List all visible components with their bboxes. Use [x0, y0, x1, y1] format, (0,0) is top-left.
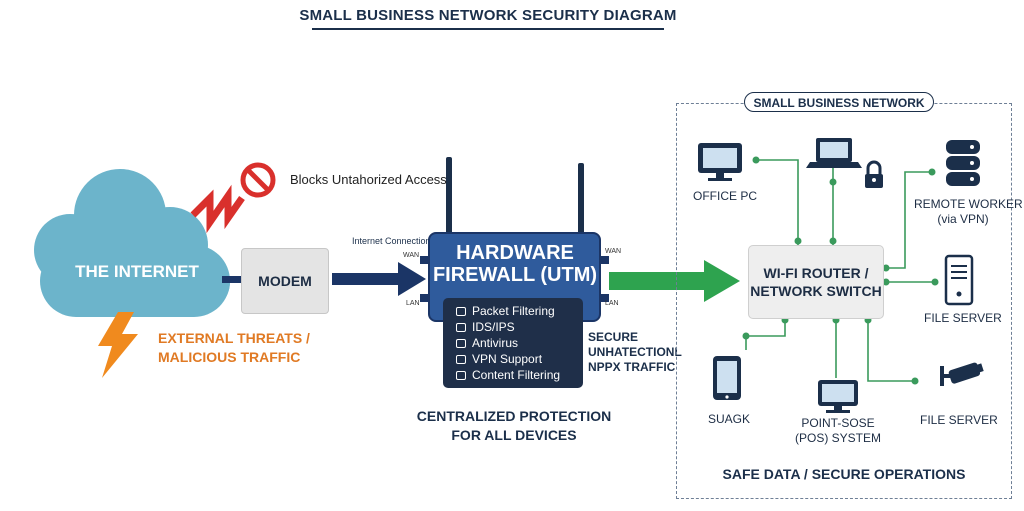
- router-label-line-1: WI-FI ROUTER /: [763, 265, 869, 281]
- port-wan-right: WAN: [605, 248, 622, 255]
- antivirus-icon: [456, 339, 466, 348]
- firewall-title-line-1: HARDWARE: [456, 242, 574, 264]
- feature-item: Content Filtering: [456, 368, 560, 382]
- secure-traffic-arrow: [609, 260, 740, 302]
- internet-connection-label: Internet Connection: [352, 236, 431, 246]
- office-pc-icon: [698, 143, 742, 181]
- secure-traffic-label: SECURE UNHATECTIONL NPPX TRAFFIC: [588, 330, 682, 374]
- router-label-line-2: NETWORK SWITCH: [750, 283, 882, 299]
- security-camera-icon: [940, 362, 984, 386]
- attack-zigzag-icon: [190, 184, 245, 234]
- blocks-access-label: Blocks Untahorized Access: [290, 172, 447, 187]
- file-server-label: FILE SERVER: [920, 413, 998, 427]
- threats-line-1: EXTERNAL THREATS /: [158, 330, 310, 346]
- network-title: SMALL BUSINESS NETWORK: [744, 92, 934, 112]
- lock-icon: [865, 160, 883, 188]
- internet-cloud: [34, 169, 230, 317]
- office-pc-label: OFFICE PC: [693, 189, 758, 203]
- diagram-title: SMALL BUSINESS NETWORK SECURITY DIAGRAM: [299, 7, 677, 24]
- centralized-protection-label: CENTRALIZED PROTECTION FOR ALL DEVICES: [416, 408, 612, 443]
- file-server-label: FILE SERVER: [924, 311, 1002, 325]
- lightning-icon: [98, 312, 138, 378]
- modem-to-firewall-arrow: [332, 262, 426, 296]
- laptop-icon: [806, 138, 862, 168]
- internet-label: THE INTERNET: [75, 262, 199, 281]
- pos-terminal-icon: [818, 380, 858, 413]
- port-wan-left: WAN: [403, 252, 420, 259]
- feature-item: IDS/IPS: [456, 320, 515, 334]
- database-icon: [946, 140, 980, 186]
- tablet-label: SUAGK: [708, 412, 751, 426]
- title-underline: [312, 28, 664, 30]
- filter-icon: [456, 307, 466, 316]
- vpn-icon: [456, 355, 466, 364]
- firewall-features-panel: [443, 298, 583, 388]
- modem-label: MODEM: [258, 273, 312, 289]
- server-tower-icon: [944, 254, 974, 306]
- tablet-icon: [713, 356, 741, 400]
- safe-operations-label: SAFE DATA / SECURE OPERATIONS: [722, 466, 966, 482]
- threats-line-2: MALICIOUS TRAFFIC: [158, 349, 301, 365]
- content-filter-icon: [456, 371, 466, 380]
- remote-worker-label: REMOTE WORKER (via VPN): [914, 197, 1023, 226]
- firewall-title: HARDWARE FIREWALL (UTM): [432, 242, 598, 286]
- shield-icon: [456, 323, 466, 332]
- router-box: WI-FI ROUTER / NETWORK SWITCH: [748, 245, 884, 319]
- pos-system-label: POINT-SOSE (POS) SYSTEM: [794, 416, 881, 445]
- feature-item: VPN Support: [456, 352, 542, 366]
- modem-box: MODEM: [241, 248, 329, 314]
- feature-item: Antivirus: [456, 336, 518, 350]
- firewall-title-line-2: FIREWALL (UTM): [432, 264, 598, 286]
- network-links: [745, 159, 935, 382]
- port-lan-right: LAN: [605, 300, 619, 307]
- feature-item: Packet Filtering: [456, 304, 555, 318]
- prohibit-icon: [240, 162, 276, 198]
- threats-label: EXTERNAL THREATS / MALICIOUS TRAFFIC: [158, 329, 310, 367]
- port-lan-left: LAN: [406, 300, 420, 307]
